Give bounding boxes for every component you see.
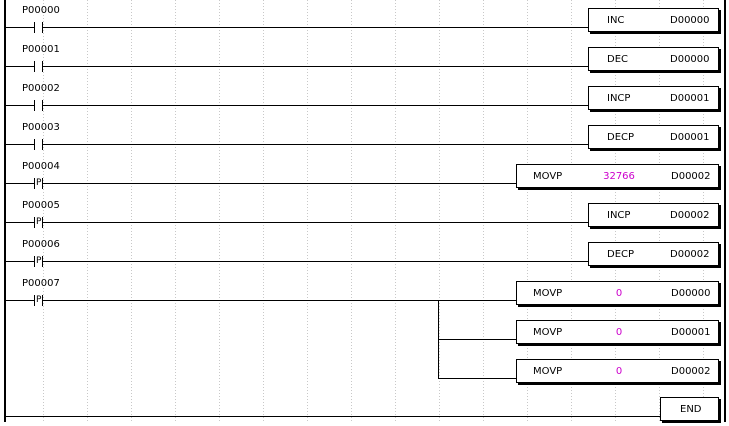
contact-address-label: P00004 [22,161,60,172]
instruction-operand: D00000 [670,15,710,26]
contact-address-label: P00001 [22,44,60,55]
instruction-box[interactable] [588,86,719,110]
instruction-box[interactable] [516,320,719,344]
instruction-box[interactable] [516,359,719,383]
contact-p-mark: P [36,178,42,188]
instruction-box[interactable] [588,242,719,266]
instruction-opcode: DECP [607,249,635,260]
instruction-box[interactable] [516,281,719,305]
instruction-opcode: INCP [607,210,631,221]
instruction-opcode: MOVP [533,366,563,377]
instruction-box[interactable] [516,164,719,188]
contact-p-mark: P [36,256,42,266]
instruction-opcode: DECP [607,132,635,143]
contact-p-mark: P [36,217,42,227]
instruction-box[interactable] [588,203,719,227]
instruction-opcode: MOVP [533,171,563,182]
end-instruction-box[interactable] [660,397,719,421]
contact-address-label: P00003 [22,122,60,133]
instruction-opcode: MOVP [533,288,563,299]
contact-address-label: P00005 [22,200,60,211]
instruction-operand: D00001 [670,132,710,143]
instruction-opcode: INC [607,15,625,26]
instruction-operand-source: 0 [615,288,623,299]
instruction-operand-dest: D00002 [671,366,711,377]
contact-address-label: P00002 [22,83,60,94]
instruction-operand: D00000 [670,54,710,65]
instruction-opcode: DEC [607,54,629,65]
contact-p-mark: P [36,295,42,305]
contact-address-label: P00007 [22,278,60,289]
instruction-operand-dest: D00002 [671,171,711,182]
instruction-operand-dest: D00001 [671,327,711,338]
instruction-operand-source: 0 [615,366,623,377]
right-power-rail [724,0,726,422]
left-power-rail [4,0,6,422]
end-label: END [680,404,702,415]
contact-address-label: P00006 [22,239,60,250]
instruction-operand: D00001 [670,93,710,104]
instruction-box[interactable] [588,8,719,32]
instruction-opcode: INCP [607,93,631,104]
instruction-operand-dest: D00000 [671,288,711,299]
instruction-opcode: MOVP [533,327,563,338]
instruction-operand: D00002 [670,249,710,260]
instruction-box[interactable] [588,47,719,71]
instruction-box[interactable] [588,125,719,149]
instruction-operand-source: 32766 [603,171,635,182]
instruction-operand: D00002 [670,210,710,221]
contact-address-label: P00000 [22,5,60,16]
instruction-operand-source: 0 [615,327,623,338]
